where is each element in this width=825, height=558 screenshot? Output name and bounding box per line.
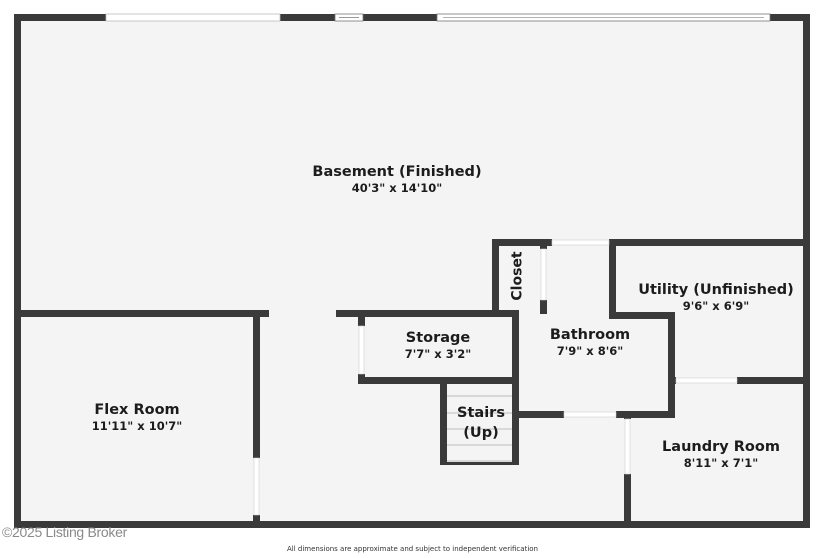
exterior-walls — [14, 14, 810, 528]
wall-utility-bottom-right — [737, 377, 809, 384]
room-dimensions: 7'7" x 3'2" — [404, 347, 472, 361]
room-utility: Utility (Unfinished) 9'6" x 6'9" — [638, 281, 794, 314]
door-utility — [675, 377, 738, 384]
wall-bath-bottom-right — [616, 411, 675, 418]
wall-stairs-right — [512, 310, 519, 465]
wall-closet-left — [492, 239, 499, 314]
wall-top-mid — [280, 14, 335, 21]
wall-laundry-left-bot — [624, 474, 631, 526]
copyright-watermark: ©2025 Listing Broker — [2, 524, 127, 540]
wall-bottom — [14, 521, 810, 528]
wall-left — [14, 14, 21, 528]
door-openings — [253, 239, 738, 516]
wall-laundry-left-top — [624, 411, 631, 419]
door-closet — [540, 248, 547, 301]
wall-utility-bottom-left — [668, 377, 676, 384]
wall-utility-inner — [668, 312, 675, 418]
door-flex — [253, 457, 260, 516]
door-storage — [358, 325, 365, 375]
room-dimensions: 40'3" x 14'10" — [351, 181, 443, 195]
wall-storage-top — [336, 310, 518, 317]
room-name: Storage — [405, 330, 471, 346]
windows — [105, 13, 771, 22]
door-laundry — [624, 418, 631, 475]
wall-utility-step — [609, 312, 674, 319]
wall-storage-bottom — [358, 377, 518, 384]
room-subtitle: (Up) — [463, 425, 499, 441]
door-bath-bottom — [563, 411, 617, 418]
room-basement: Basement (Finished) 40'3" x 14'10" — [312, 163, 481, 196]
wall-stairs-left — [440, 377, 447, 465]
floor-area — [18, 18, 806, 522]
wall-top-mid2 — [363, 14, 437, 21]
room-name: Basement (Finished) — [312, 164, 482, 180]
wall-flex-top — [14, 310, 269, 317]
wall-flex-right-lower — [253, 515, 260, 525]
room-name: Bathroom — [549, 327, 631, 343]
disclaimer: All dimensions are approximate and subje… — [287, 545, 538, 553]
room-storage: Storage 7'7" x 3'2" — [405, 329, 471, 362]
room-dimensions: 7'9" x 8'6" — [556, 344, 624, 358]
wall-closet-right-top — [540, 239, 547, 249]
room-laundry: Laundry Room 8'11" x 7'1" — [662, 438, 780, 471]
wall-top-left — [14, 14, 106, 21]
wall-utility-left — [609, 239, 616, 319]
interior-walls — [14, 239, 809, 526]
stairs-bottom-edge — [440, 462, 519, 465]
room-name: Stairs — [457, 405, 505, 421]
room-flex: Flex Room 11'11" x 10'7" — [92, 401, 182, 434]
window-top-left — [105, 13, 281, 22]
room-dimensions: 11'11" x 10'7" — [91, 419, 183, 433]
wall-closet-right-bot — [540, 300, 547, 314]
wall-storage-left-top — [358, 310, 365, 326]
wall-bath-bottom-left — [512, 411, 564, 418]
wall-closet-top — [492, 239, 552, 246]
room-name: Utility (Unfinished) — [638, 282, 794, 298]
wall-right — [803, 14, 810, 528]
room-name: Laundry Room — [662, 439, 780, 455]
door-bath-top — [551, 239, 610, 246]
wall-utility-top — [609, 239, 809, 246]
room-stairs: Stairs (Up) — [457, 404, 505, 442]
room-dimensions: 9'6" x 6'9" — [682, 299, 750, 313]
wall-flex-right-upper — [253, 310, 260, 458]
room-bathroom: Bathroom 7'9" x 8'6" — [550, 326, 630, 359]
room-closet: Closet — [509, 251, 526, 301]
room-dimensions: 8'11" x 7'1" — [683, 456, 759, 470]
stair-treads — [447, 395, 512, 462]
room-name: Flex Room — [94, 402, 180, 418]
wall-top-right — [770, 14, 810, 21]
